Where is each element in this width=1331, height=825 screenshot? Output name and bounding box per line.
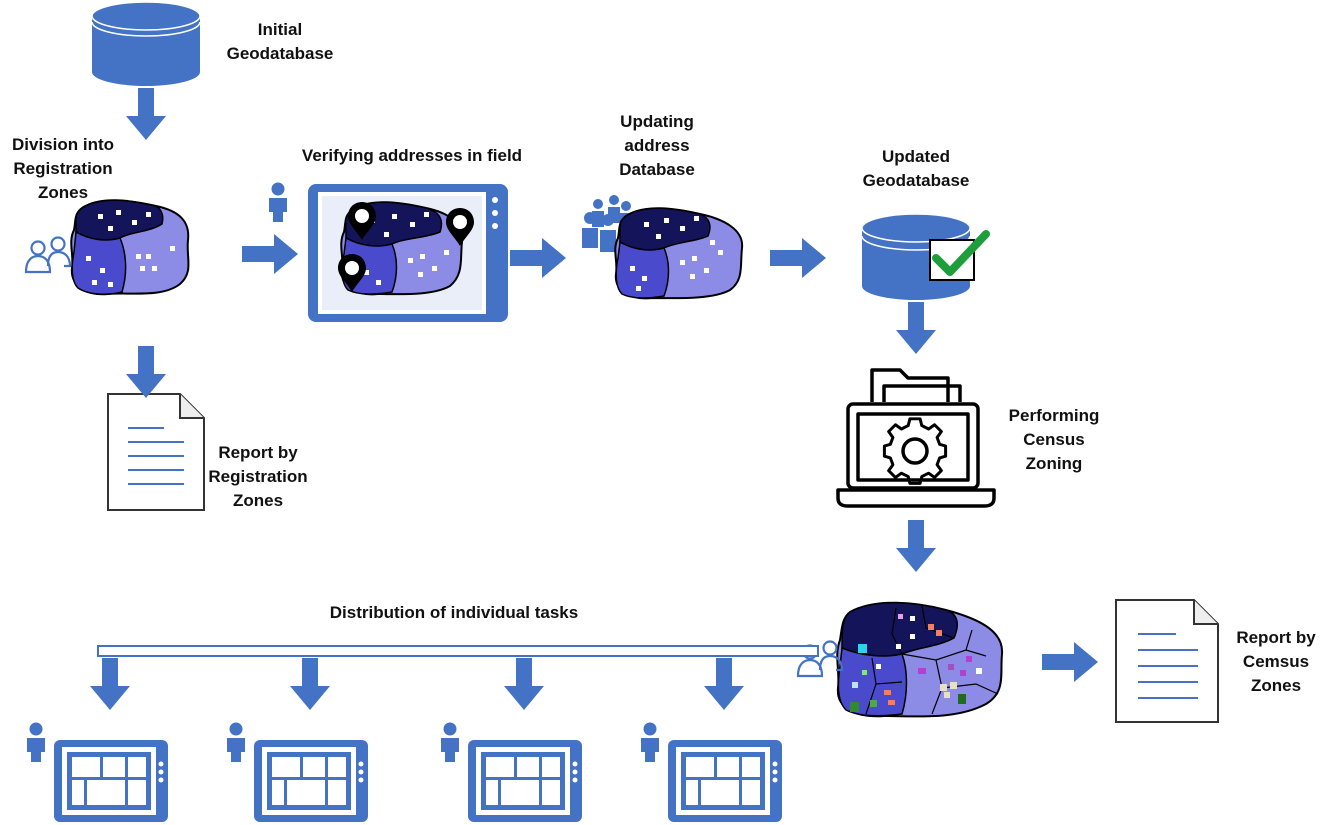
arrow-down-3: [896, 520, 936, 572]
task-tablet-icon-1: [54, 740, 168, 822]
arrow-right-4: [1042, 642, 1098, 682]
registration-zone-map-icon: [70, 199, 190, 296]
census-laptop-icon: [836, 368, 996, 508]
field-tablet-icon: [308, 184, 508, 322]
registrars-group-icon: [24, 236, 72, 274]
task-tablet-icon-2: [254, 740, 368, 822]
task-tablet-icon-4: [668, 740, 782, 822]
task-worker-icon-1: [27, 722, 45, 762]
arrow-down-task-1: [90, 658, 130, 710]
verifying-label: Verifying addresses in field: [301, 146, 523, 165]
field-worker-icon: [269, 182, 287, 222]
census-report-document-icon: [1115, 599, 1219, 723]
arrow-right-3: [770, 238, 826, 278]
arrow-down-task-2: [290, 658, 330, 710]
task-worker-icon-3: [441, 722, 459, 762]
arrow-down-1: [126, 88, 166, 140]
arrow-down-report: [126, 346, 166, 398]
arrow-down-task-4: [704, 658, 744, 710]
arrow-right-1: [242, 234, 298, 274]
checkmark-icon: [929, 230, 990, 281]
arrow-down-task-3: [504, 658, 544, 710]
initial-database-icon: [91, 1, 201, 86]
distribution-bar: [97, 645, 819, 657]
updated-address-map-icon: [614, 207, 744, 300]
task-tablet-icon-3: [468, 740, 582, 822]
census-zone-map-icon: [836, 601, 1004, 718]
task-worker-icon-4: [641, 722, 659, 762]
distribution-label: Distribution of individual tasks: [329, 603, 579, 622]
task-worker-icon-2: [227, 722, 245, 762]
arrow-right-2: [510, 238, 566, 278]
arrow-down-2: [896, 302, 936, 354]
registration-report-document-icon: [107, 393, 205, 511]
